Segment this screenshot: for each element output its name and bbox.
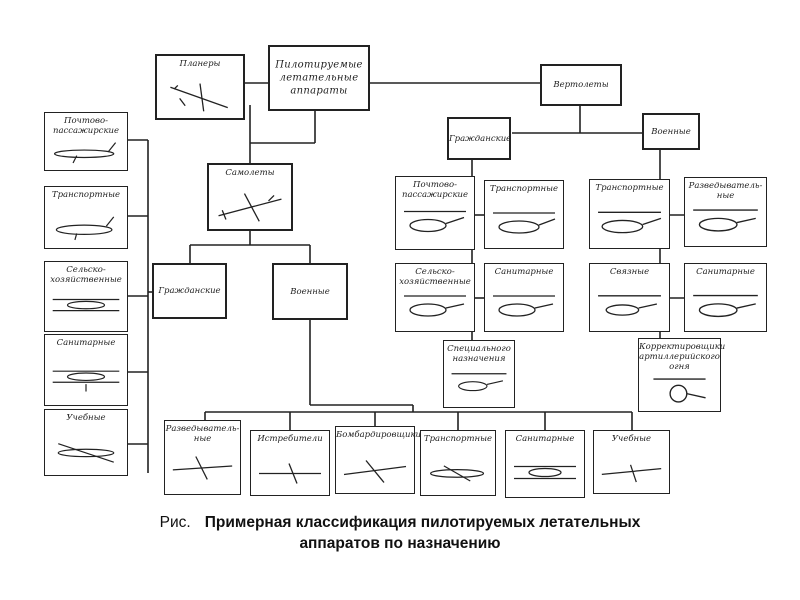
airplanes-label: Самолеты <box>225 168 275 178</box>
military-plane-label: Разведыватель- ные <box>165 424 240 444</box>
civil-heli-label: Санитарные <box>494 267 554 277</box>
biplane-icon <box>49 284 123 328</box>
military-plane-box: Санитарные <box>505 430 585 498</box>
gliders-label: Планеры <box>179 59 221 69</box>
heli-military-label: Военные <box>651 126 691 137</box>
military-plane-label: Транспортные <box>423 434 493 444</box>
helicopter-icon <box>448 363 510 404</box>
military-heli-box: Корректировщики артиллерийского огня <box>638 338 726 412</box>
civil-plane-label: Сельско- хозяйственные <box>50 265 122 285</box>
plane-civil-label: Гражданские <box>158 286 221 296</box>
plane-civil-node: Гражданские <box>152 263 227 319</box>
fighter-jet-icon <box>255 453 325 492</box>
civil-heli-box: Специального назначения <box>443 340 515 408</box>
civil-plane-box: Транспортные <box>44 186 128 249</box>
military-heli-label: Санитарные <box>696 267 755 277</box>
root-node: Пилотируемые летательные аппараты <box>268 45 370 111</box>
heli-military-node: Военные <box>642 113 700 150</box>
plane-military-node: Военные <box>272 263 348 320</box>
figure-caption: Рис. Примерная классификация пилотируемых… <box>0 512 800 554</box>
military-ambulance-biplane-icon <box>510 453 580 494</box>
trainer-plane-icon <box>49 432 123 472</box>
military-heli-box: Транспортные <box>589 179 670 249</box>
helicopters-label: Вертолеты <box>553 80 609 90</box>
heli-civil-label: Гражданские <box>449 133 512 144</box>
military-transport-icon <box>425 453 491 492</box>
civil-heli-box: Транспортные <box>484 180 564 249</box>
military-heli-label: Корректировщики артиллерийского огня <box>639 342 726 372</box>
civil-heli-label: Транспортные <box>489 184 559 194</box>
glider-icon <box>161 78 239 115</box>
plane-military-label: Военные <box>290 286 330 297</box>
airplanes-node: Самолеты <box>207 163 293 231</box>
civil-heli-label: Почтово- пассажирские <box>401 180 469 200</box>
ambulance-biplane-icon <box>49 357 123 402</box>
helicopter-icon <box>489 286 559 328</box>
military-heli-box: Связные <box>589 263 670 332</box>
civil-plane-label: Учебные <box>66 413 106 423</box>
military-heli-label: Разведыватель- ные <box>688 181 763 201</box>
civil-plane-box: Сельско- хозяйственные <box>44 261 128 332</box>
military-heli-label: Связные <box>609 267 650 277</box>
civil-heli-box: Почтово- пассажирские <box>395 176 475 250</box>
recon-jet-icon <box>169 443 236 491</box>
helicopter-icon <box>489 203 559 245</box>
military-plane-label: Учебные <box>611 434 652 444</box>
military-plane-label: Бомбардировщики <box>336 430 422 440</box>
caption-title-line-2: аппаратов по назначению <box>299 535 501 552</box>
helicopter-icon <box>594 286 665 328</box>
civil-plane-label: Санитарные <box>56 338 116 348</box>
military-heli-box: Санитарные <box>684 263 767 332</box>
civil-heli-label: Специального назначения <box>447 344 511 364</box>
civil-plane-box: Учебные <box>44 409 128 476</box>
civil-plane-label: Транспортные <box>51 190 121 200</box>
civil-plane-box: Санитарные <box>44 334 128 406</box>
military-heli-label: Транспортные <box>595 183 664 193</box>
helicopter-icon <box>400 199 470 246</box>
military-plane-box: Учебные <box>593 430 670 494</box>
military-plane-box: Истребители <box>250 430 330 496</box>
civil-plane-label: Почтово- пассажирские <box>52 116 120 136</box>
helicopter-icon <box>400 286 470 328</box>
gliders-node: Планеры <box>155 54 245 120</box>
caption-line-1: Рис. Примерная классификация пилотируемых… <box>0 512 800 533</box>
airplane-icon <box>213 187 287 226</box>
helicopter-icon <box>594 202 665 245</box>
military-plane-box: Бомбардировщики <box>335 426 422 494</box>
light-helicopter-icon <box>643 373 716 408</box>
civil-heli-box: Санитарные <box>484 263 564 332</box>
heli-civil-node: Гражданские <box>447 117 511 160</box>
helicopters-node: Вертолеты <box>540 64 622 106</box>
classification-diagram: Пилотируемые летательные аппараты Планер… <box>44 45 767 498</box>
military-plane-label: Санитарные <box>515 434 575 444</box>
military-trainer-jet-icon <box>598 453 665 490</box>
civil-plane-box: Почтово- пассажирские <box>44 112 128 171</box>
military-plane-box: Разведыватель- ные <box>164 420 241 495</box>
transport-plane-icon <box>49 209 123 245</box>
helicopter-icon <box>689 200 762 243</box>
caption-prefix: Рис. <box>159 514 191 531</box>
bomber-icon <box>340 449 410 490</box>
airliner-icon <box>49 135 123 167</box>
root-label: Пилотируемые летательные аппараты <box>275 59 363 97</box>
caption-title-line-1: Примерная классификация пилотируемых лет… <box>204 514 641 531</box>
military-plane-box: Транспортные <box>420 430 496 496</box>
military-plane-label: Истребители <box>257 434 323 444</box>
military-heli-box: Разведыватель- ные <box>684 177 767 247</box>
civil-heli-box: Сельско- хозяйственные <box>395 263 475 332</box>
helicopter-icon <box>689 286 762 328</box>
civil-heli-label: Сельско- хозяйственные <box>399 267 471 287</box>
